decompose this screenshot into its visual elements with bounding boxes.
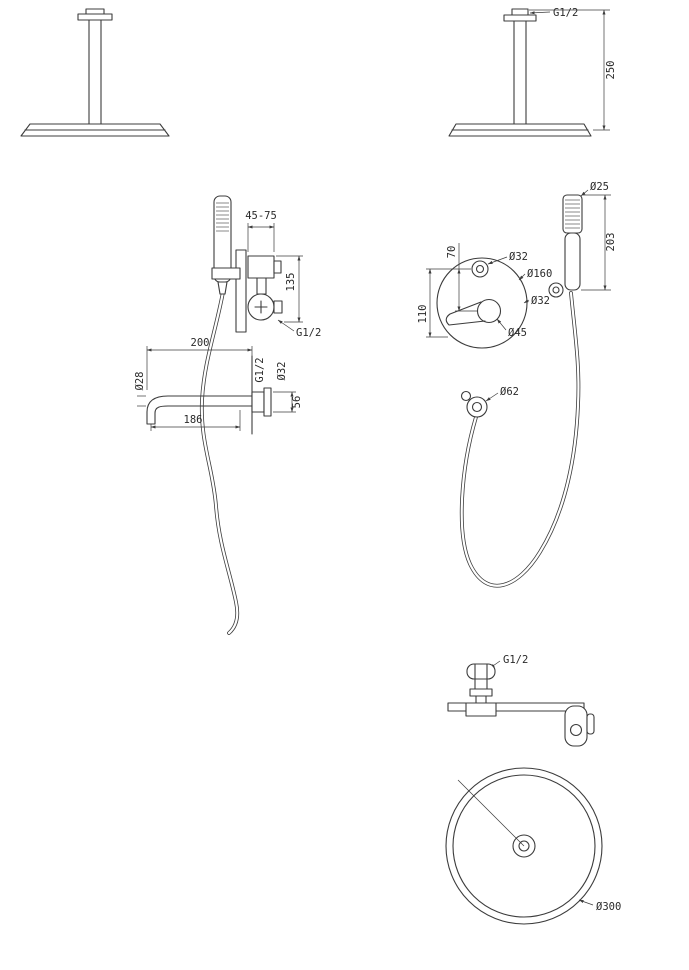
- view-overhead-shower-top: G1/2 Ø300: [445, 654, 621, 925]
- dim-spout-drop: 56: [291, 396, 303, 409]
- dim-plate-outlet-diameter: Ø32: [531, 295, 550, 307]
- label-overhead-thread: G1/2: [503, 654, 528, 666]
- label-ceiling-thread: G1/2: [553, 7, 578, 19]
- leader-mixer-thread: [277, 319, 295, 332]
- label-mixer-thread: G1/2: [296, 327, 321, 339]
- label-spout-thread: G1/2: [254, 357, 266, 382]
- inlet-valve-knob: [466, 663, 496, 680]
- view-mixer-plate-front: 70 110 Ø32 Ø160 Ø32 Ø45 Ø25 203: [417, 181, 617, 588]
- dim-plate-top-port-diameter: Ø32: [509, 251, 528, 263]
- dim-hose-nut-diameter: Ø62: [500, 386, 519, 398]
- leader-ceiling-thread: [529, 11, 551, 15]
- shower-arm-bar: [447, 702, 585, 712]
- handshower-handle: [564, 232, 581, 291]
- view-overhead-shower-front: G1/2 250: [448, 7, 617, 137]
- handshower-head: [562, 194, 583, 234]
- dim-spout-reach: 186: [184, 414, 203, 426]
- dim-spout-length: 200: [191, 337, 210, 349]
- mixer-lever: [445, 301, 486, 326]
- dim-mixer-height: 135: [285, 273, 297, 292]
- dim-handshower-diameter: Ø25: [590, 181, 609, 193]
- view-overhead-shower-side: [20, 8, 170, 137]
- dim-plate-diameter: Ø160: [527, 268, 552, 280]
- dim-spout-connection-diameter: Ø32: [276, 362, 288, 381]
- dim-plate-handle-offset: 110: [417, 305, 429, 324]
- view-wall-mixer-handshower: 45-75 135 G1/2 200 Ø28 186 G1/2 Ø32: [134, 195, 321, 635]
- dim-spout-diameter: Ø28: [134, 372, 146, 391]
- dim-overhead-diameter: Ø300: [596, 901, 621, 913]
- dim-plate-port-spacing: 70: [446, 246, 458, 259]
- dim-handshower-length: 203: [605, 233, 617, 252]
- dim-mixer-depth-range: 45-75: [245, 210, 277, 222]
- dim-plate-handle-diameter: Ø45: [508, 327, 527, 339]
- dim-ceiling-drop: 250: [605, 61, 617, 80]
